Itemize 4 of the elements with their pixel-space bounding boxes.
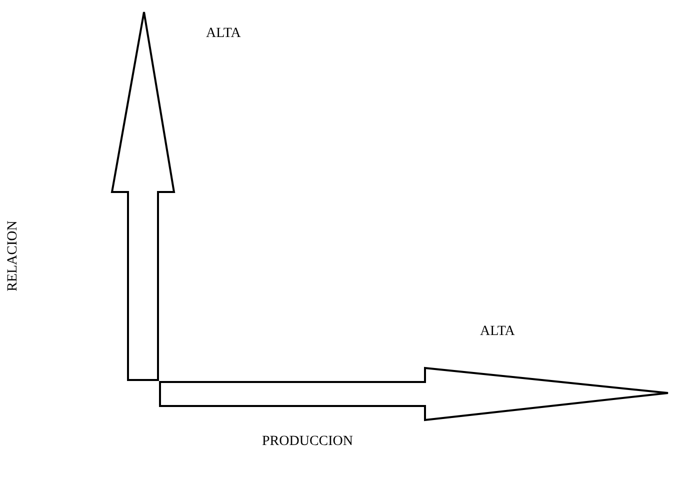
axis-label: ALTA [206,26,241,42]
axis-label: RELACION [5,220,22,292]
axis-label: PRODUCCION [262,434,354,450]
axis-label: ALTA [480,324,515,340]
